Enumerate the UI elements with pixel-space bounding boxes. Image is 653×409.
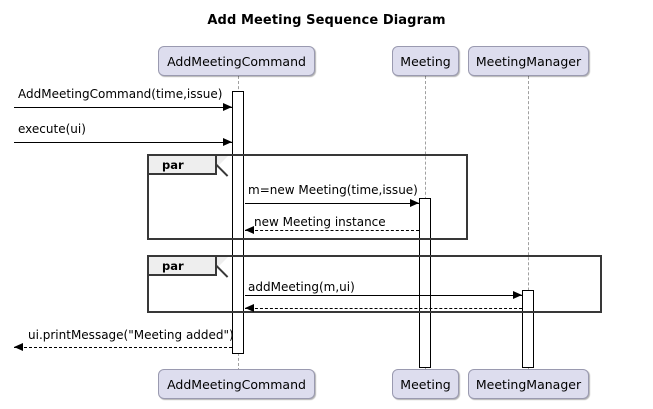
participant-addmeetingcommand-bottom[interactable]: AddMeetingCommand <box>158 369 315 399</box>
fragment-par-1-label-tab: par <box>149 156 217 175</box>
participant-addmeetingcommand-top[interactable]: AddMeetingCommand <box>158 46 315 76</box>
participant-meetingmanager-bottom[interactable]: MeetingManager <box>468 369 589 399</box>
fragment-par-2-notch <box>217 257 228 268</box>
message-arrowhead-addmeeting <box>513 291 522 299</box>
message-line-addmeeting <box>245 295 522 296</box>
fragment-par-1-notch <box>217 156 228 167</box>
message-line-printmessage <box>14 347 232 348</box>
participant-label: MeetingManager <box>475 53 582 69</box>
message-arrowhead-execute <box>223 138 232 146</box>
activation-meetingmanager <box>522 290 534 368</box>
participant-label: Meeting <box>400 53 451 69</box>
fragment-par-2-label-tab: par <box>149 257 217 276</box>
message-label-addmeetingcommand-ctor: AddMeetingCommand(time,issue) <box>18 87 223 101</box>
lifeline-meetingmanager <box>528 76 529 371</box>
fragment-operator-label: par <box>162 157 184 172</box>
participant-meetingmanager-top[interactable]: MeetingManager <box>468 46 589 76</box>
message-line-addmeeting-return <box>245 308 522 309</box>
message-line-new-meeting <box>245 203 419 204</box>
message-label-execute: execute(ui) <box>18 122 86 136</box>
message-label-printmessage: ui.printMessage("Meeting added") <box>28 328 234 342</box>
message-label-addmeeting: addMeeting(m,ui) <box>248 280 355 294</box>
message-arrowhead-new-meeting-instance <box>245 226 254 234</box>
fragment-par-1 <box>147 154 468 240</box>
diagram-title: Add Meeting Sequence Diagram <box>207 13 446 28</box>
fragment-operator-label: par <box>162 258 184 273</box>
participant-meeting-bottom[interactable]: Meeting <box>392 369 459 399</box>
message-arrowhead-addmeeting-return <box>245 304 254 312</box>
message-line-execute <box>14 142 232 143</box>
message-line-new-meeting-instance <box>245 230 419 231</box>
message-line-addmeetingcommand-ctor <box>14 107 232 108</box>
participant-label: Meeting <box>400 376 451 392</box>
message-arrowhead-new-meeting <box>410 199 419 207</box>
fragment-par-2 <box>147 255 602 313</box>
activation-meeting <box>419 198 431 368</box>
participant-meeting-top[interactable]: Meeting <box>392 46 459 76</box>
participant-label: MeetingManager <box>475 376 582 392</box>
participant-label: AddMeetingCommand <box>167 376 306 392</box>
message-label-new-meeting: m=new Meeting(time,issue) <box>248 183 418 197</box>
participant-label: AddMeetingCommand <box>167 53 306 69</box>
message-arrowhead-addmeetingcommand-ctor <box>223 103 232 111</box>
message-arrowhead-printmessage <box>14 343 23 351</box>
activation-addmeetingcommand <box>232 91 244 354</box>
message-label-new-meeting-instance: new Meeting instance <box>254 215 386 229</box>
